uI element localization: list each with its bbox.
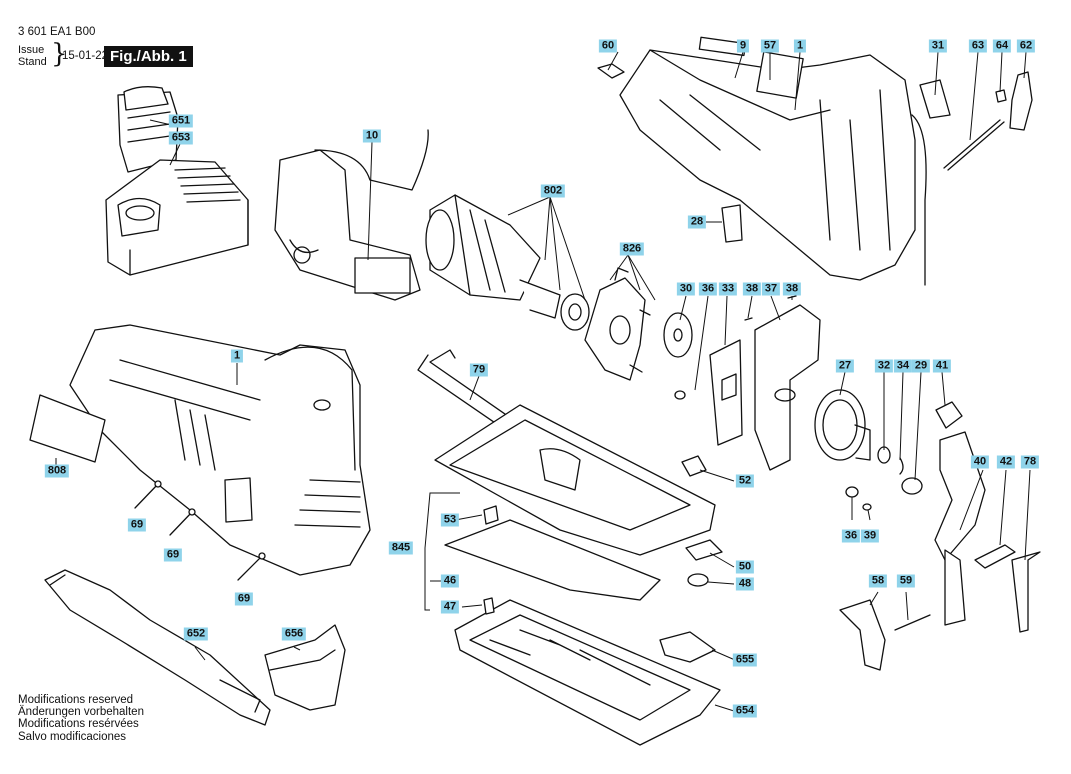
callout-39[interactable]: 39: [860, 529, 880, 543]
modifications-notice: Modifications reserved Änderungen vorbeh…: [18, 694, 144, 743]
callout-69-c[interactable]: 69: [234, 592, 254, 606]
callout-808[interactable]: 808: [44, 464, 70, 478]
callout-1-top[interactable]: 1: [793, 39, 807, 53]
callout-46[interactable]: 46: [440, 574, 460, 588]
issue-label: Issue: [18, 44, 45, 56]
blade-adapter-drawing: [44, 569, 271, 726]
callout-59[interactable]: 59: [896, 574, 916, 588]
callout-58[interactable]: 58: [868, 574, 888, 588]
callout-60[interactable]: 60: [598, 39, 618, 53]
bearing-holder-drawing: [584, 267, 651, 381]
callout-53[interactable]: 53: [440, 513, 460, 527]
callout-655[interactable]: 655: [732, 653, 758, 667]
callout-63[interactable]: 63: [968, 39, 988, 53]
callout-79[interactable]: 79: [469, 363, 489, 377]
callout-62[interactable]: 62: [1016, 39, 1036, 53]
callout-29[interactable]: 29: [911, 359, 931, 373]
callout-36-bottom[interactable]: 36: [841, 529, 861, 543]
screws-drawing: [134, 480, 266, 581]
issue-date: 15-01-22: [62, 50, 109, 62]
callout-40[interactable]: 40: [970, 455, 990, 469]
charger-drawing: [105, 159, 249, 276]
callout-802[interactable]: 802: [540, 184, 566, 198]
callout-78[interactable]: 78: [1020, 455, 1040, 469]
callout-37[interactable]: 37: [761, 282, 781, 296]
callout-826[interactable]: 826: [619, 242, 645, 256]
callout-654[interactable]: 654: [732, 704, 758, 718]
callout-48[interactable]: 48: [735, 577, 755, 591]
callout-64[interactable]: 64: [992, 39, 1012, 53]
brace-glyph: }: [51, 39, 68, 69]
callout-27[interactable]: 27: [835, 359, 855, 373]
callout-652[interactable]: 652: [183, 627, 209, 641]
callout-50[interactable]: 50: [735, 560, 755, 574]
callout-38-left[interactable]: 38: [742, 282, 762, 296]
callout-69-a[interactable]: 69: [127, 518, 147, 532]
callout-9[interactable]: 9: [736, 39, 750, 53]
callout-52[interactable]: 52: [735, 474, 755, 488]
callout-41[interactable]: 41: [932, 359, 952, 373]
cover-drawing: [264, 624, 346, 711]
callout-1-bottom[interactable]: 1: [230, 349, 244, 363]
footer-line-es: Salvo modificaciones: [18, 730, 127, 743]
callout-69-b[interactable]: 69: [163, 548, 183, 562]
callout-42[interactable]: 42: [996, 455, 1016, 469]
callout-651[interactable]: 651: [168, 114, 194, 128]
right-small-parts-drawing: [839, 401, 1041, 671]
stand-label: Stand: [18, 56, 47, 68]
base-small-parts-drawing: [483, 455, 723, 663]
callout-36-top[interactable]: 36: [698, 282, 718, 296]
callout-656[interactable]: 656: [281, 627, 307, 641]
housing-half-lower-drawing: [69, 324, 371, 576]
callout-57[interactable]: 57: [760, 39, 780, 53]
figure-label: Fig./Abb. 1: [104, 46, 193, 67]
callout-845[interactable]: 845: [388, 541, 414, 555]
callout-10[interactable]: 10: [362, 129, 382, 143]
label-drawing: [29, 394, 106, 463]
footer-line-en: Modifications reserved: [18, 694, 134, 706]
switch-module-drawing: [274, 129, 429, 301]
base-plate-drawing: [434, 404, 721, 746]
callout-30[interactable]: 30: [676, 282, 696, 296]
callout-47[interactable]: 47: [440, 600, 460, 614]
callout-28[interactable]: 28: [687, 215, 707, 229]
footer-line-de: Änderungen vorbehalten: [18, 706, 144, 719]
small-parts-top-drawing: [597, 63, 1033, 243]
document-number: 3 601 EA1 B00: [18, 26, 96, 38]
callout-31[interactable]: 31: [928, 39, 948, 53]
housing-half-upper-drawing: [619, 36, 927, 286]
footer-line-fr: Modifications resérvées: [18, 718, 139, 731]
gear-drawing: [814, 389, 872, 511]
cam-plates-drawing: [663, 295, 821, 471]
callout-32[interactable]: 32: [874, 359, 894, 373]
callout-33[interactable]: 33: [718, 282, 738, 296]
callout-38-right[interactable]: 38: [782, 282, 802, 296]
issue-stand-label: Issue Stand: [18, 44, 47, 68]
callout-653[interactable]: 653: [168, 131, 194, 145]
callout-34[interactable]: 34: [893, 359, 913, 373]
motor-drawing: [425, 194, 590, 331]
battery-pack-drawing: [117, 86, 179, 173]
